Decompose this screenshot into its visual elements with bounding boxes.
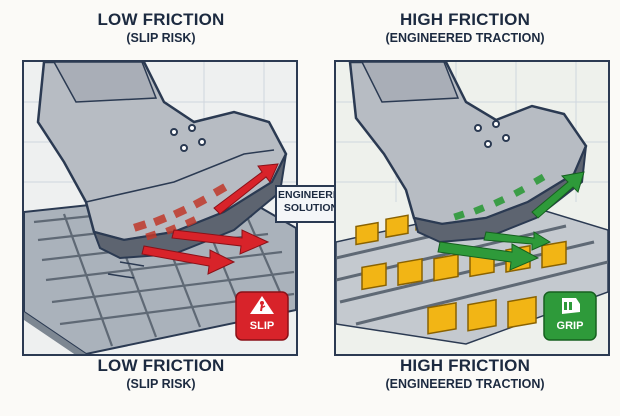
slip-label: SLIP — [249, 320, 275, 332]
boot-icon — [348, 62, 588, 244]
title-low-friction-top: LOW FRICTION (SLIP RISK) — [36, 10, 286, 45]
title-text: LOW FRICTION — [97, 10, 225, 29]
high-friction-panel: GRIP — [334, 60, 610, 356]
grip-label: GRIP — [556, 320, 584, 332]
low-friction-illustration — [24, 62, 296, 354]
title-text: LOW FRICTION — [97, 356, 225, 375]
grip-hand-icon — [543, 291, 597, 341]
high-friction-illustration — [336, 62, 608, 345]
slip-warning-icon — [235, 291, 289, 341]
title-low-friction-bottom: LOW FRICTION (SLIP RISK) — [36, 356, 286, 391]
title-text: HIGH FRICTION — [399, 10, 531, 29]
title-high-friction-bottom: HIGH FRICTION (ENGINEERED TRACTION) — [340, 356, 590, 391]
subtitle-text: (SLIP RISK) — [126, 31, 196, 45]
label-line-1: ENGINEERING — [278, 189, 352, 201]
title-text: HIGH FRICTION — [399, 356, 531, 375]
slip-arrows — [141, 163, 279, 275]
slip-warning-sign: SLIP — [234, 290, 290, 342]
low-friction-panel: SLIP — [22, 60, 298, 356]
subtitle-text: (SLIP RISK) — [126, 377, 196, 391]
grip-sign: GRIP — [542, 290, 598, 342]
engineering-solution-label: ENGINEERING SOLUTION — [278, 189, 352, 215]
grip-arrows — [437, 171, 585, 271]
label-line-2: SOLUTION — [283, 202, 339, 214]
subtitle-text: (ENGINEERED TRACTION) — [385, 377, 545, 391]
subtitle-text: (ENGINEERED TRACTION) — [385, 31, 545, 45]
title-high-friction-top: HIGH FRICTION (ENGINEERED TRACTION) — [340, 10, 590, 45]
